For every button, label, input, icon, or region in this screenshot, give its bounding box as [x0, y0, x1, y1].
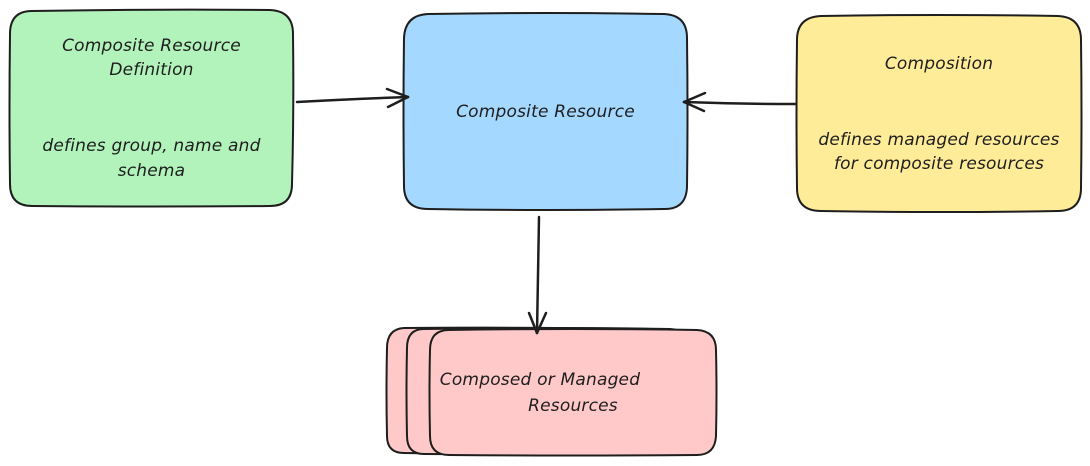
- managed-resources-title-line2: Resources: [528, 396, 618, 416]
- xrd-box[interactable]: [8, 8, 295, 208]
- composite-resource-box[interactable]: [402, 12, 689, 211]
- xrd-title-line1: Composite Resource: [62, 36, 241, 56]
- composition-description-line2: for composite resources: [833, 154, 1045, 174]
- composition-title: Composition: [884, 54, 994, 74]
- arrow-composition-to-composite: [682, 91, 797, 113]
- composite-resource-title: Composite Resource: [456, 102, 635, 122]
- xrd-description-line2: schema: [117, 161, 186, 181]
- managed-resources-title-line1: Composed or Managed: [439, 370, 641, 390]
- composition-description-line1: defines managed resources: [818, 130, 1060, 150]
- xrd-title-line2: Definition: [109, 60, 194, 80]
- arrow-composite-to-managed: [527, 215, 548, 335]
- xrd-description-line1: defines group, name and: [42, 136, 261, 156]
- composition-box[interactable]: [795, 14, 1083, 213]
- managed-resource-card-front[interactable]: [428, 328, 718, 457]
- arrow-xrd-to-composite: [295, 87, 410, 109]
